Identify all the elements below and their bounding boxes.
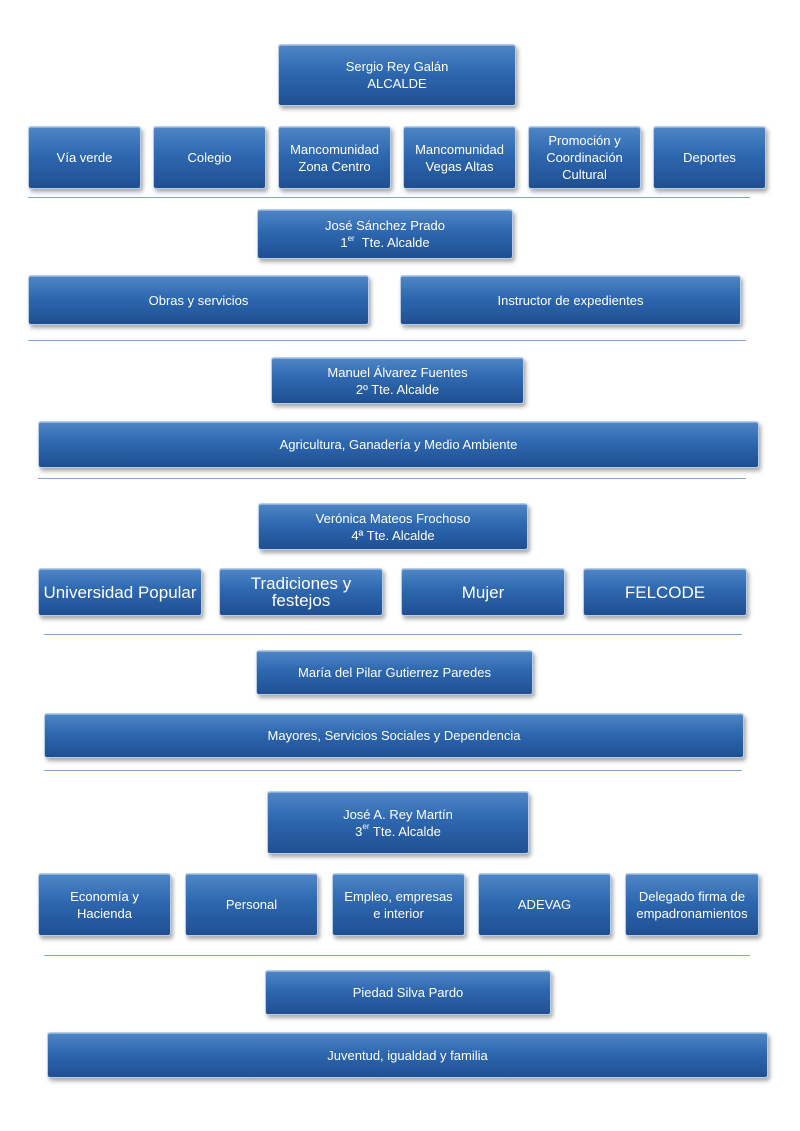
- fourth-deputy-box: Verónica Mateos Frochoso 4ª Tte. Alcalde: [258, 503, 528, 550]
- area-delegado-empadronamientos: Delegado firma de empadronamientos: [625, 873, 759, 936]
- third-deputy-name: José A. Rey Martín: [343, 806, 453, 822]
- area-agricultura: Agricultura, Ganadería y Medio Ambiente: [38, 421, 759, 468]
- first-deputy-name: José Sánchez Prado: [325, 218, 445, 233]
- first-deputy-title: 1er Tte. Alcalde: [340, 233, 430, 250]
- area-universidad-popular: Universidad Popular: [38, 568, 202, 616]
- area-personal: Personal: [185, 873, 318, 936]
- area-via-verde: Vía verde: [28, 126, 141, 189]
- mayor-name: Sergio Rey Galán: [345, 59, 449, 74]
- area-felcode: FELCODE: [583, 568, 747, 616]
- separator-line: [28, 197, 750, 198]
- separator-line: [44, 770, 742, 771]
- councillor-pilar-box: María del Pilar Gutierrez Paredes: [256, 650, 533, 695]
- separator-line: [44, 955, 750, 956]
- separator-line: [38, 478, 746, 479]
- area-obras-servicios: Obras y servicios: [28, 275, 369, 325]
- mayor-box: Sergio Rey Galán ALCALDE: [278, 44, 516, 106]
- councillor-piedad-name: Piedad Silva Pardo: [352, 985, 464, 1000]
- area-empleo-empresas: Empleo, empresas e interior: [332, 873, 465, 936]
- first-deputy-box: José Sánchez Prado 1er Tte. Alcalde: [257, 209, 513, 259]
- area-colegio: Colegio: [153, 126, 266, 189]
- area-mancomunidad-vegas-altas: Mancomunidad Vegas Altas: [403, 126, 516, 189]
- area-promocion-cultural: Promoción y Coordinación Cultural: [528, 126, 641, 189]
- area-adevag: ADEVAG: [478, 873, 611, 936]
- separator-line: [28, 340, 746, 341]
- third-deputy-box: José A. Rey Martín 3er Tte. Alcalde: [267, 791, 529, 854]
- fourth-deputy-title: 4ª Tte. Alcalde: [351, 527, 435, 543]
- area-juventud-igualdad-familia: Juventud, igualdad y familia: [47, 1032, 768, 1078]
- separator-line: [44, 634, 742, 635]
- area-instructor-expedientes: Instructor de expedientes: [400, 275, 741, 325]
- area-mujer: Mujer: [401, 568, 565, 616]
- third-deputy-title: 3er Tte. Alcalde: [355, 822, 441, 839]
- councillor-piedad-box: Piedad Silva Pardo: [265, 970, 551, 1015]
- area-mayores-servicios-sociales: Mayores, Servicios Sociales y Dependenci…: [44, 713, 744, 758]
- area-tradiciones-festejos: Tradiciones y festejos: [219, 568, 383, 616]
- fourth-deputy-name: Verónica Mateos Frochoso: [315, 510, 471, 526]
- councillor-pilar-name: María del Pilar Gutierrez Paredes: [298, 665, 491, 680]
- area-economia-hacienda: Economía y Hacienda: [38, 873, 171, 936]
- second-deputy-name: Manuel Álvarez Fuentes: [327, 364, 468, 380]
- second-deputy-title: 2º Tte. Alcalde: [355, 381, 440, 397]
- mayor-title: ALCALDE: [367, 76, 427, 91]
- area-mancomunidad-zona-centro: Mancomunidad Zona Centro: [278, 126, 391, 189]
- second-deputy-box: Manuel Álvarez Fuentes 2º Tte. Alcalde: [271, 357, 524, 404]
- area-deportes: Deportes: [653, 126, 766, 189]
